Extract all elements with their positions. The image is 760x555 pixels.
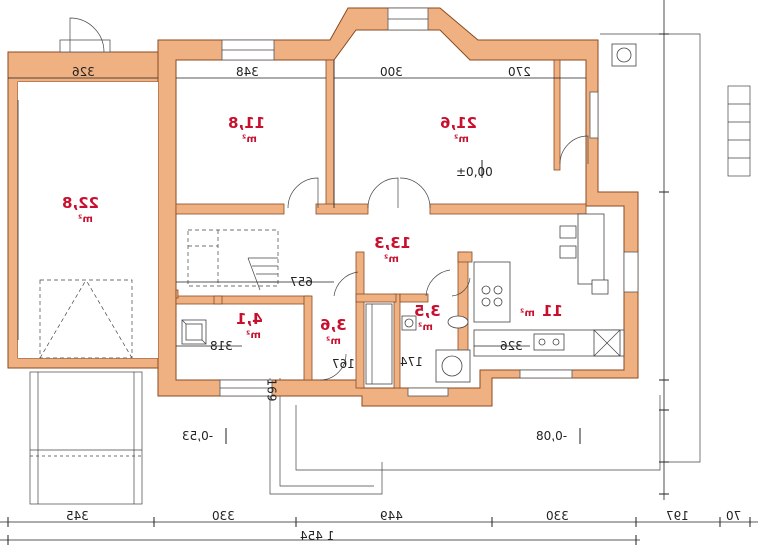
area-living: 21,6 [440, 114, 477, 132]
dim-318: 318 [210, 339, 233, 353]
dim-bottom-449: 449 [380, 509, 403, 523]
dim-270: 270 [508, 65, 531, 79]
unit-room-left: m² [242, 134, 257, 145]
dimension-labels: 326 348 300 270 169 614 339 181 657 339 … [66, 65, 741, 543]
doors [69, 17, 589, 381]
dim-167: 167 [332, 357, 355, 371]
unit-utility: m² [246, 330, 261, 341]
dim-bottom-330a: 330 [212, 509, 235, 523]
dim-total: 1 454 [300, 529, 334, 543]
dim-326-top: 326 [72, 65, 95, 79]
level-garage: -0,53 [182, 429, 213, 443]
dim-169: 169 [264, 379, 278, 402]
dim-348: 348 [236, 65, 259, 79]
area-kitchen: 11 [542, 302, 563, 320]
bathroom-fixtures [365, 303, 471, 385]
area-utility: 4,1 [236, 310, 263, 328]
dim-bottom-70: 70 [726, 509, 741, 523]
utility-fixtures [181, 319, 207, 345]
level-terrace: -0,08 [536, 429, 567, 443]
windows [59, 7, 639, 397]
dim-657: 657 [290, 275, 313, 289]
chimney [611, 43, 637, 67]
dim-326-kitchen: 326 [500, 339, 523, 353]
dimension-lines [0, 0, 758, 545]
area-hall: 13,3 [374, 234, 411, 252]
unit-bathroom: m² [418, 322, 433, 333]
interior-walls [175, 59, 587, 389]
stairs [187, 229, 279, 291]
terrace-outline [269, 33, 751, 495]
unit-garage: m² [78, 214, 93, 225]
unit-hall: m² [384, 254, 399, 265]
unit-kitchen: m² [520, 308, 535, 319]
dim-300: 300 [380, 65, 403, 79]
dim-bottom-197: 197 [666, 509, 689, 523]
area-garage: 22,8 [62, 194, 99, 212]
area-room-left: 11,8 [228, 114, 265, 132]
kitchen-fixtures [473, 213, 625, 357]
garage-hatch [39, 279, 133, 359]
dim-bottom-345: 345 [66, 509, 89, 523]
level-main: ±0,00 [456, 165, 493, 179]
dim-bottom-330b: 330 [546, 509, 569, 523]
dim-174: 174 [400, 355, 423, 369]
area-bathroom: 3,5 [414, 302, 441, 320]
room-labels: 22,8 m² 11,8 m² 21,6 m² 13,3 m² 11 m² 3,… [62, 114, 563, 347]
interior-floors [18, 82, 158, 358]
unit-storage: m² [326, 336, 341, 347]
unit-living: m² [454, 134, 469, 145]
level-markers: ±0,00 -0,53 -0,08 [182, 160, 581, 444]
area-storage: 3,6 [320, 316, 347, 334]
carport-pergola [29, 371, 143, 505]
